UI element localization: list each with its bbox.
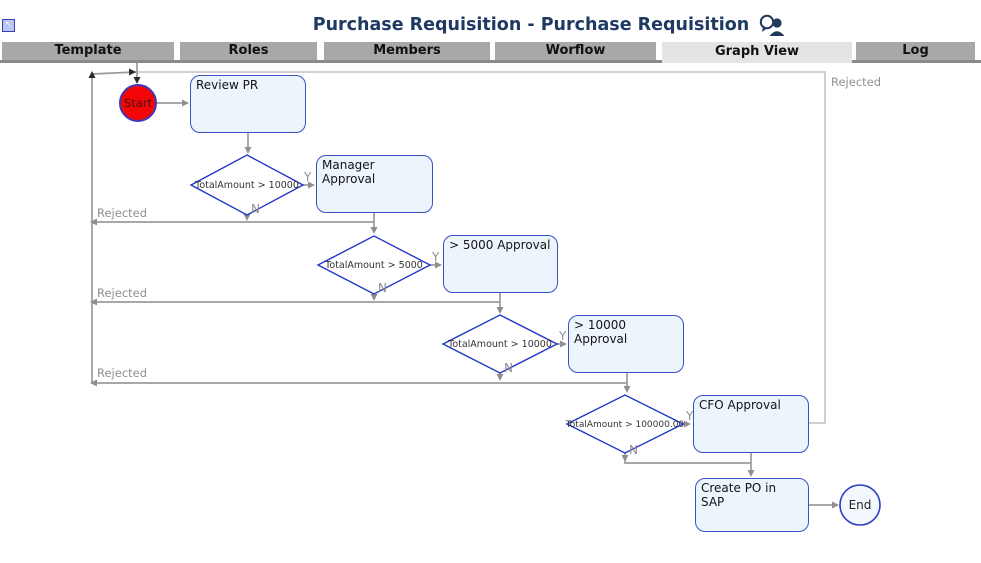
decision-label: TotalAmount > 100000.00 xyxy=(565,420,685,430)
edge-label-rejected: Rejected xyxy=(97,366,147,380)
branch-label-no: N xyxy=(251,202,260,216)
collapse-arrow-icon[interactable]: ↖ xyxy=(2,19,15,32)
edge-arrowheads xyxy=(90,99,839,509)
branch-label-yes: Y xyxy=(303,170,312,184)
decision-label: TotalAmount > 10000 xyxy=(194,180,299,191)
edge-rejected-cfo xyxy=(138,71,826,424)
tab-roles[interactable]: Roles xyxy=(180,42,317,60)
page-title: Purchase Requisition - Purchase Requisit… xyxy=(312,15,750,35)
branch-label-yes: Y xyxy=(558,329,567,343)
tab-worflow[interactable]: Worflow xyxy=(495,42,656,60)
node-manager-approval[interactable]: Manager Approval xyxy=(316,155,433,213)
decision-totalamount-gt-100000[interactable] xyxy=(565,394,685,454)
node-create-po-in-sap[interactable]: Create PO in SAP xyxy=(695,478,809,532)
edge-label-rejected: Rejected xyxy=(97,286,147,300)
branch-label-no: N xyxy=(629,443,638,457)
tab-graph-view[interactable]: Graph View xyxy=(662,42,852,63)
tab-log[interactable]: Log xyxy=(856,42,975,60)
node-gt10000-approval[interactable]: > 10000 Approval xyxy=(568,315,684,373)
branch-label-no: N xyxy=(504,361,513,375)
decision-label: TotalAmount > 10000 xyxy=(447,339,552,350)
start-node-label: Start xyxy=(124,96,153,110)
node-cfo-approval[interactable]: CFO Approval xyxy=(693,395,809,453)
branch-label-no: N xyxy=(378,281,387,295)
decision-totalamount-gt-10000-1[interactable] xyxy=(189,154,305,216)
node-review-pr[interactable]: Review PR xyxy=(190,75,306,133)
decision-label: TotalAmount > 5000 xyxy=(324,260,423,271)
end-node[interactable] xyxy=(839,484,881,526)
tab-members[interactable]: Members xyxy=(324,42,490,60)
branch-label-yes: Y xyxy=(431,250,440,264)
branch-label-yes: Y xyxy=(685,409,694,423)
node-gt5000-approval[interactable]: > 5000 Approval xyxy=(443,235,558,293)
start-node[interactable] xyxy=(119,84,157,122)
decision-totalamount-gt-5000[interactable] xyxy=(316,235,432,295)
edge-label-rejected: Rejected xyxy=(831,75,881,89)
tab-template[interactable]: Template xyxy=(2,42,174,60)
edge-label-rejected: Rejected xyxy=(97,206,147,220)
decision-totalamount-gt-10000-2[interactable] xyxy=(441,314,559,374)
start-junction-arrowheads xyxy=(88,68,141,84)
user-chat-icon[interactable] xyxy=(758,13,786,37)
end-node-label: End xyxy=(849,498,872,512)
tab-strip-base xyxy=(0,60,981,63)
header: Purchase Requisition - Purchase Requisit… xyxy=(0,10,981,40)
